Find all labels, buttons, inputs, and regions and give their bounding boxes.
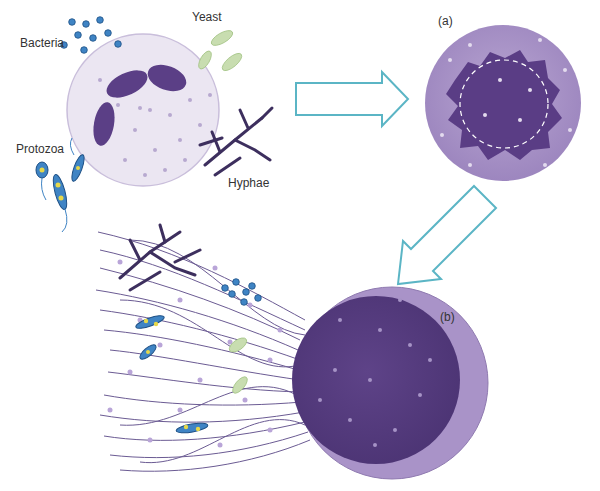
granules: [440, 38, 572, 167]
process-arrow: [296, 72, 408, 126]
granules: [98, 78, 212, 177]
net-fibers: [96, 232, 310, 471]
organism-label: Bacteria: [20, 36, 64, 50]
trapped-hyphae: [120, 225, 200, 290]
panel-label: (a): [438, 14, 453, 28]
neutrophil-cell: [67, 34, 219, 186]
bacteria: [61, 17, 122, 54]
nucleus-lobe: [90, 101, 117, 148]
trapped-bacteria: [222, 279, 262, 306]
trapped-yeast: [227, 335, 250, 395]
organism-label: Yeast: [192, 10, 222, 24]
process-arrow: [398, 186, 496, 284]
netosis-cell: [292, 287, 488, 479]
nucleus-lobe: [102, 65, 151, 104]
granules: [318, 298, 432, 447]
chromatin-mass: [292, 296, 460, 464]
net-granules: [108, 260, 283, 448]
decondensed-chromatin: [446, 50, 562, 160]
nucleus-lobe: [144, 60, 190, 96]
nuclear-envelope: [460, 60, 548, 148]
organism-label: Protozoa: [16, 142, 64, 156]
trapped-protozoa: [135, 313, 209, 435]
activated-neutrophil: [425, 25, 581, 181]
organism-label: Hyphae: [228, 176, 269, 190]
hyphae: [200, 108, 272, 175]
panel-label: (b): [440, 310, 455, 324]
cell-body: [67, 34, 219, 186]
cell-body: [425, 25, 581, 181]
yeast: [196, 28, 244, 74]
